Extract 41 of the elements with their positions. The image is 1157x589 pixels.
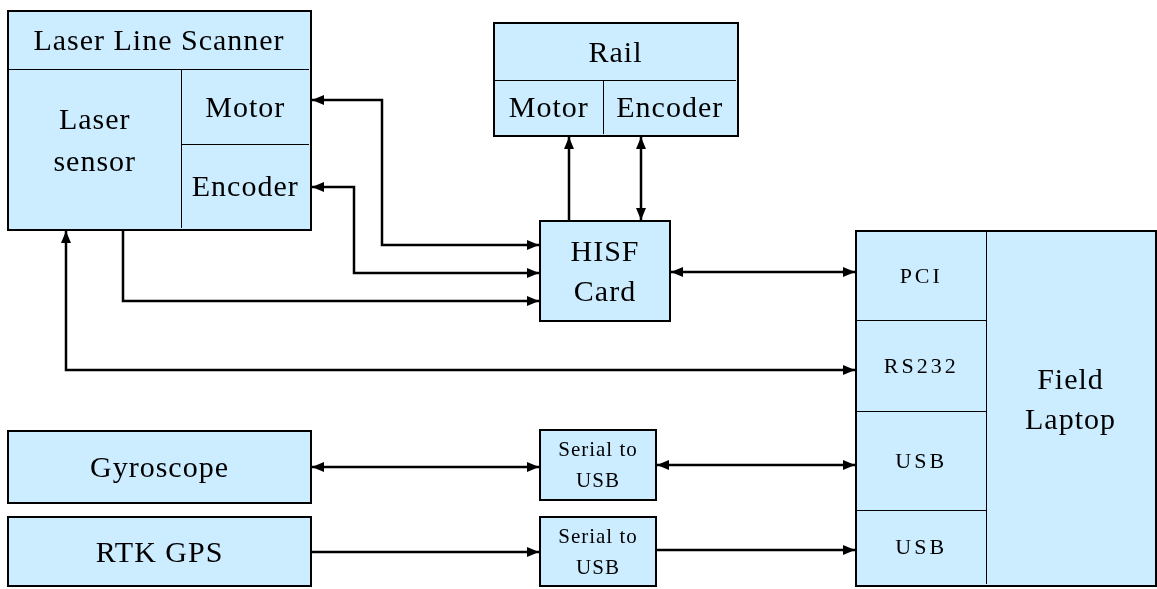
box-label: Laser sensor [52, 100, 138, 179]
component-box [7, 516, 312, 587]
component-cell [495, 79, 604, 134]
component-box [7, 430, 312, 504]
box-label: Encoder [616, 89, 724, 126]
connector-arrow [657, 545, 855, 555]
box-title: Laser Line Scanner [33, 22, 285, 59]
connector-arrow [312, 95, 539, 250]
connector-arrow [61, 231, 855, 375]
component-box [493, 22, 739, 137]
connector-arrow [671, 267, 855, 277]
box-title: Field Laptop [1024, 361, 1117, 437]
box-label: RS232 [883, 351, 959, 380]
component-cell [857, 509, 987, 584]
box-label: Serial to USB [557, 522, 639, 581]
box-label: Motor [508, 89, 589, 126]
box-label: USB [895, 533, 948, 562]
box-label: Gyroscope [90, 449, 229, 485]
component-box [7, 10, 312, 231]
box-label: USB [895, 446, 948, 475]
box-label: Encoder [191, 168, 299, 205]
box-label: PCI [899, 261, 943, 290]
box-label: Motor [205, 88, 286, 125]
component-cell [857, 410, 987, 510]
connector-arrow [657, 460, 855, 470]
box-label: RTK GPS [95, 533, 224, 570]
component-box [539, 220, 671, 322]
component-cell [9, 68, 182, 228]
box-label: HISF Card [569, 233, 641, 309]
component-box [855, 230, 1157, 587]
component-box [539, 516, 657, 587]
connector-arrow [312, 182, 539, 278]
component-box [539, 429, 657, 501]
connector-arrow [121, 231, 539, 306]
component-cell [857, 319, 987, 411]
box-title: Rail [588, 33, 643, 70]
connector-arrow [312, 547, 539, 557]
connector-arrow [564, 137, 574, 220]
connector-arrow [312, 462, 539, 472]
box-label: Serial to USB [557, 436, 639, 494]
connector-arrow [636, 137, 646, 220]
